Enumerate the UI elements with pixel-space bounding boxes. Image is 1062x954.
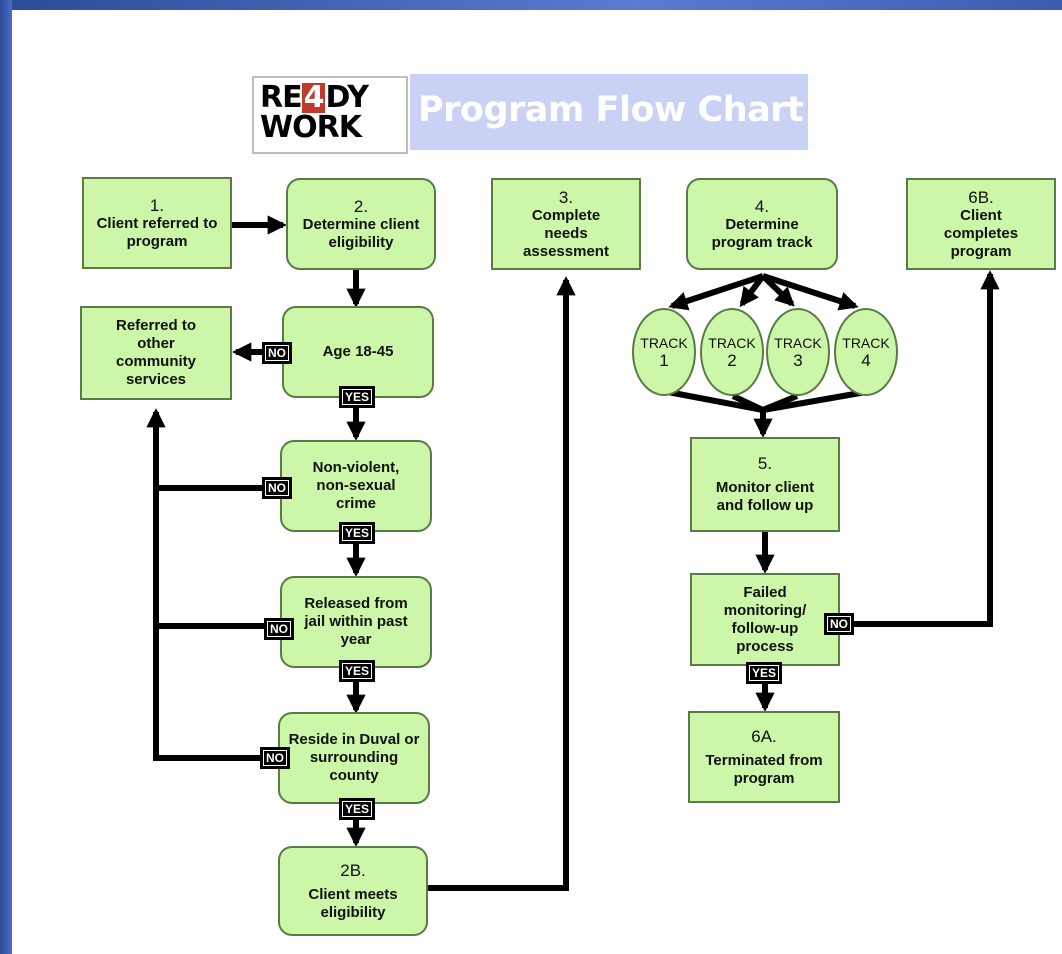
track-1-word: TRACK bbox=[640, 335, 688, 351]
line-track4-to-merge bbox=[762, 389, 867, 413]
arrow-4-to-track2 bbox=[739, 274, 766, 308]
step-2-number: 2. bbox=[353, 196, 369, 216]
logo-text-four: 4 bbox=[301, 80, 326, 115]
arrow-4-to-track1 bbox=[668, 273, 764, 311]
yes-tag-reside: YES bbox=[339, 798, 376, 820]
step-6a-label: Terminated from program bbox=[705, 751, 823, 787]
step-6b-number: 6B. bbox=[968, 187, 994, 207]
track-4-number: 4 bbox=[861, 351, 871, 370]
arrow-2b-to-3 bbox=[428, 276, 576, 891]
logo-text-re: RE bbox=[260, 80, 303, 115]
track-2-number: 2 bbox=[727, 351, 737, 370]
step-3-number: 3. bbox=[558, 187, 574, 207]
track-2-oval: TRACK 2 bbox=[700, 308, 764, 396]
track-3-oval: TRACK 3 bbox=[766, 308, 830, 396]
yes-tag-released: YES bbox=[339, 660, 376, 682]
track-1-number: 1 bbox=[659, 351, 669, 370]
step-3-box: 3. Complete needs assessment bbox=[491, 178, 641, 270]
window-frame-top bbox=[0, 0, 1062, 10]
track-3-word: TRACK bbox=[774, 335, 822, 351]
step-5-box: 5. Monitor client and follow up bbox=[690, 437, 840, 532]
no-tag-age: NO bbox=[262, 342, 292, 364]
track-4-word: TRACK bbox=[842, 335, 890, 351]
yes-tag-crime: YES bbox=[339, 522, 376, 544]
released-check-label: Released from jail within past year bbox=[304, 595, 408, 648]
step-5-number: 5. bbox=[757, 454, 773, 473]
step-2b-box: 2B. Client meets eligibility bbox=[278, 846, 428, 936]
track-2-word: TRACK bbox=[708, 335, 756, 351]
step-6b-label: Client completes program bbox=[943, 206, 1019, 260]
step-2-box: 2. Determine client eligibility bbox=[286, 178, 436, 270]
reside-check-label: Reside in Duval or surrounding county bbox=[288, 731, 420, 784]
no-tag-failed: NO bbox=[824, 613, 854, 635]
step-1-box: 1. Client referred to program bbox=[82, 177, 232, 269]
step-4-box: 4. Determine program track bbox=[686, 178, 838, 270]
step-2b-number: 2B. bbox=[340, 860, 366, 880]
no-tag-crime: NO bbox=[262, 477, 292, 499]
chart-title: Program Flow Chart bbox=[418, 90, 804, 130]
crime-check-box: Non-violent, non-sexual crime bbox=[280, 440, 432, 532]
step-6a-box: 6A. Terminated from program bbox=[688, 711, 840, 803]
line-track2-to-merge bbox=[731, 393, 765, 413]
age-check-box: Age 18-45 bbox=[282, 306, 434, 398]
window-frame-left bbox=[0, 0, 12, 954]
track-3-number: 3 bbox=[793, 351, 803, 370]
arrow-failed-no bbox=[840, 270, 1000, 627]
step-3-label: Complete needs assessment bbox=[523, 206, 609, 260]
step-4-number: 4. bbox=[754, 196, 770, 216]
referred-services-label: Referred to other community services bbox=[115, 317, 197, 388]
step-4-label: Determine program track bbox=[711, 215, 813, 251]
failed-monitoring-box: Failed monitoring/ follow-up process bbox=[690, 573, 840, 666]
step-2b-label: Client meets eligibility bbox=[308, 885, 398, 921]
crime-check-label: Non-violent, non-sexual crime bbox=[312, 459, 400, 512]
step-6a-number: 6A. bbox=[751, 726, 777, 746]
yes-tag-age: YES bbox=[339, 386, 376, 408]
yes-tag-failed: YES bbox=[746, 662, 783, 684]
line-track1-to-merge bbox=[667, 389, 764, 413]
no-tag-released: NO bbox=[264, 618, 294, 640]
logo-text-dy: DY bbox=[325, 80, 368, 115]
track-1-oval: TRACK 1 bbox=[632, 308, 696, 396]
no-tag-reside: NO bbox=[260, 747, 290, 769]
step-1-number: 1. bbox=[149, 195, 165, 215]
step-5-label: Monitor client and follow up bbox=[715, 479, 815, 514]
referred-services-box: Referred to other community services bbox=[80, 306, 232, 400]
logo-text-work: WORK bbox=[260, 110, 362, 145]
failed-monitoring-label: Failed monitoring/ follow-up process bbox=[723, 583, 807, 655]
arrow-4-to-track4 bbox=[762, 273, 859, 311]
title-banner: Program Flow Chart bbox=[410, 74, 808, 150]
reside-check-box: Reside in Duval or surrounding county bbox=[278, 712, 430, 804]
age-check-label: Age 18-45 bbox=[322, 343, 394, 360]
step-6b-box: 6B. Client completes program bbox=[906, 178, 1056, 270]
ready4work-logo: RE4DY WORK bbox=[252, 76, 408, 154]
track-4-oval: TRACK 4 bbox=[834, 308, 898, 396]
step-1-label: Client referred to program bbox=[96, 214, 218, 250]
released-check-box: Released from jail within past year bbox=[280, 576, 432, 668]
step-2-label: Determine client eligibility bbox=[302, 215, 420, 251]
